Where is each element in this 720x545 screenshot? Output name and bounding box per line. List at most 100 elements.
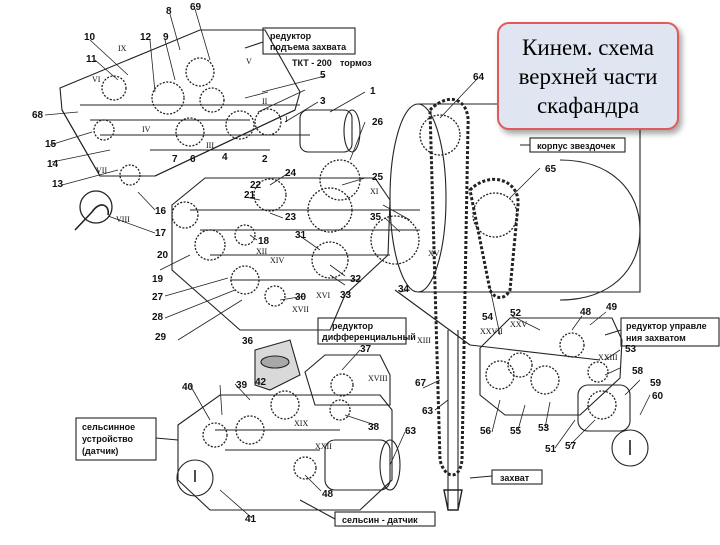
callout-box-gripper [491, 469, 543, 485]
shaft-numeral: III [206, 141, 214, 150]
shaft-numeral: XXVII [480, 327, 503, 336]
chain-loop-right [468, 177, 520, 299]
part-number: 58 [632, 366, 644, 377]
part-number: 15 [45, 139, 57, 150]
part-number: 39 [236, 380, 248, 391]
callout-gripper: захват [500, 473, 530, 483]
part-number: 8 [166, 6, 172, 17]
part-number: 5 [320, 70, 326, 81]
part-number: 49 [606, 302, 618, 313]
part-number: 48 [580, 307, 592, 318]
shaft-numeral: XIII [417, 336, 431, 345]
sprocket-body-drum [418, 103, 641, 293]
part-number: 22 [250, 180, 262, 191]
shaft-numeral: XXII [315, 442, 332, 451]
part-number: 52 [510, 308, 522, 319]
part-number: 34 [398, 284, 410, 295]
selsyn-box-upper [304, 354, 391, 406]
drum-left-face [389, 103, 447, 293]
part-number: 67 [415, 378, 427, 389]
shaft-numeral: XII [256, 247, 267, 256]
shaft-numeral: XXV [510, 320, 528, 329]
part-number: 63 [405, 426, 417, 437]
part-number: 27 [152, 292, 164, 303]
gripper-rod [447, 330, 459, 510]
shaft-numeral: XVIII [368, 374, 388, 383]
part-number: 41 [245, 514, 257, 525]
sensor-dial [176, 459, 214, 497]
drum-right-arc [559, 159, 641, 301]
part-number: 33 [340, 290, 352, 301]
callout-brake: тормоз [340, 58, 372, 68]
callout-box-diff [317, 317, 407, 345]
part-number: 28 [152, 312, 164, 323]
part-number: 12 [140, 32, 152, 43]
part-number: 9 [163, 32, 169, 43]
indicator-dial [611, 429, 649, 467]
shaft-numeral: II [262, 97, 268, 106]
part-number: 64 [473, 72, 485, 83]
shaft-numeral: I [285, 115, 288, 124]
callout-ctrl-line2: ния захватом [626, 333, 686, 343]
shaft-numeral: XI [370, 187, 379, 196]
part-number: 35 [370, 212, 382, 223]
shaft-numeral: XIV [270, 256, 284, 265]
shaft-numeral: IV [142, 125, 151, 134]
part-number: 59 [650, 378, 662, 389]
part-number: 19 [152, 274, 164, 285]
part-number: 3 [320, 96, 326, 107]
part-number: 32 [350, 274, 362, 285]
callout-sprocket-body: корпус звездочек [537, 141, 616, 151]
control-reducer-housing [479, 317, 623, 416]
part-number: 18 [258, 236, 270, 247]
part-number: 63 [422, 406, 434, 417]
part-number: 37 [360, 344, 372, 355]
callout-texts: редуктор подъема захвата ТКТ - 200 тормо… [82, 31, 707, 525]
callout-diff-line1: редуктор [332, 321, 374, 331]
shaft-numeral: XVI [316, 291, 331, 300]
callout-diff-line2: дифференциальный [322, 332, 416, 342]
part-number: 30 [295, 292, 307, 303]
part-number: 51 [545, 444, 557, 455]
leader-lines [44, 8, 651, 519]
callout-box-ctrl [620, 317, 720, 347]
part-number: 57 [565, 441, 577, 452]
part-number: 14 [47, 159, 59, 170]
part-number: 20 [157, 250, 169, 261]
part-number: 1 [370, 86, 376, 97]
part-number: 7 [172, 154, 178, 165]
gripper-jaw [443, 489, 463, 511]
shaft-numeral: VI [92, 75, 101, 84]
part-number: 56 [480, 426, 492, 437]
part-number: 42 [255, 377, 267, 388]
shaft-numeral: V [246, 57, 252, 66]
part-number: 21 [244, 190, 256, 201]
callout-lift-line1: редуктор [270, 31, 312, 41]
callout-tkt: ТКТ - 200 [292, 58, 332, 68]
shaft-numeral: XV [428, 249, 440, 258]
part-number: 48 [322, 489, 334, 500]
selsyn-sensor-face [379, 439, 401, 491]
callout-selsyn-sensor: сельсин - датчик [342, 515, 418, 525]
part-number: 11 [86, 54, 97, 65]
shaft-numeral: XXIII [598, 353, 618, 362]
slide-title: Кинем. схема верхней части скафандра [518, 34, 658, 118]
motor-1-face [343, 109, 361, 153]
gears [79, 57, 617, 480]
selsyn-box [177, 394, 393, 511]
part-number: 38 [368, 422, 380, 433]
part-number: 36 [242, 336, 254, 347]
part-number: 24 [285, 168, 297, 179]
part-number: 69 [190, 2, 202, 13]
part-number: 10 [84, 32, 96, 43]
shaft-numeral: VII [96, 166, 107, 175]
part-number: 2 [262, 154, 268, 165]
shaft-numeral: XIX [294, 419, 308, 428]
part-number: 6 [190, 154, 196, 165]
part-number: 55 [510, 426, 522, 437]
shafts-upper [80, 104, 310, 151]
part-numbers: 8 69 10 11 12 9 68 15 14 13 16 17 1 3 5 … [32, 2, 664, 525]
part-number: 4 [222, 152, 228, 163]
shafts-lower [215, 289, 601, 451]
